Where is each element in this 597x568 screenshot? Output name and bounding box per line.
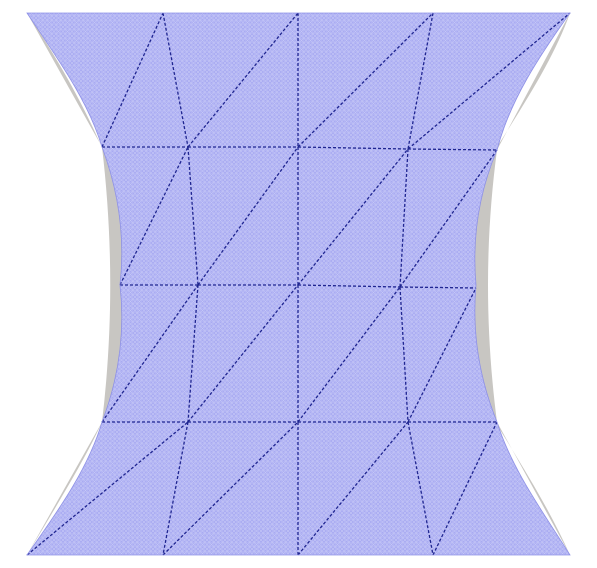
coarse-edge-diagonal <box>399 149 498 288</box>
coarse-edge-diagonal <box>101 12 164 148</box>
coarse-edge-diagonal <box>119 146 189 286</box>
coarse-edge-diagonal <box>197 146 299 286</box>
coarse-edge-horizontal <box>297 146 409 150</box>
coarse-edge-diagonal <box>187 284 299 423</box>
coarse-edge-vertical <box>162 12 189 148</box>
coarse-edge-diagonal <box>162 421 299 556</box>
coarse-mesh <box>26 12 571 556</box>
reference-sliver-top-right <box>497 13 570 150</box>
body-boundary <box>26 12 571 556</box>
reference-sliver-bottom-right <box>497 422 570 555</box>
coarse-edge-vertical <box>162 421 189 556</box>
coarse-edge-horizontal <box>297 284 401 288</box>
coarse-edge-diagonal <box>432 421 498 556</box>
coarse-edge-diagonal <box>297 421 409 556</box>
coarse-edge-vertical <box>407 421 434 556</box>
coarse-edge-vertical <box>399 286 409 423</box>
coarse-edge-diagonal <box>297 148 409 286</box>
coarse-edge-vertical <box>187 284 199 423</box>
coarse-edge-diagonal <box>101 284 199 423</box>
coarse-edge-diagonal <box>297 12 434 148</box>
coarse-edge-vertical <box>399 148 409 288</box>
coarse-edge-vertical <box>187 146 199 286</box>
coarse-edge-diagonal <box>187 12 299 148</box>
coarse-edge-vertical <box>407 12 434 150</box>
coarse-edge-diagonal <box>407 12 571 150</box>
coarse-edge-diagonal <box>297 286 401 423</box>
coarse-edge-diagonal <box>407 287 477 423</box>
coarse-edge-horizontal <box>399 286 477 289</box>
